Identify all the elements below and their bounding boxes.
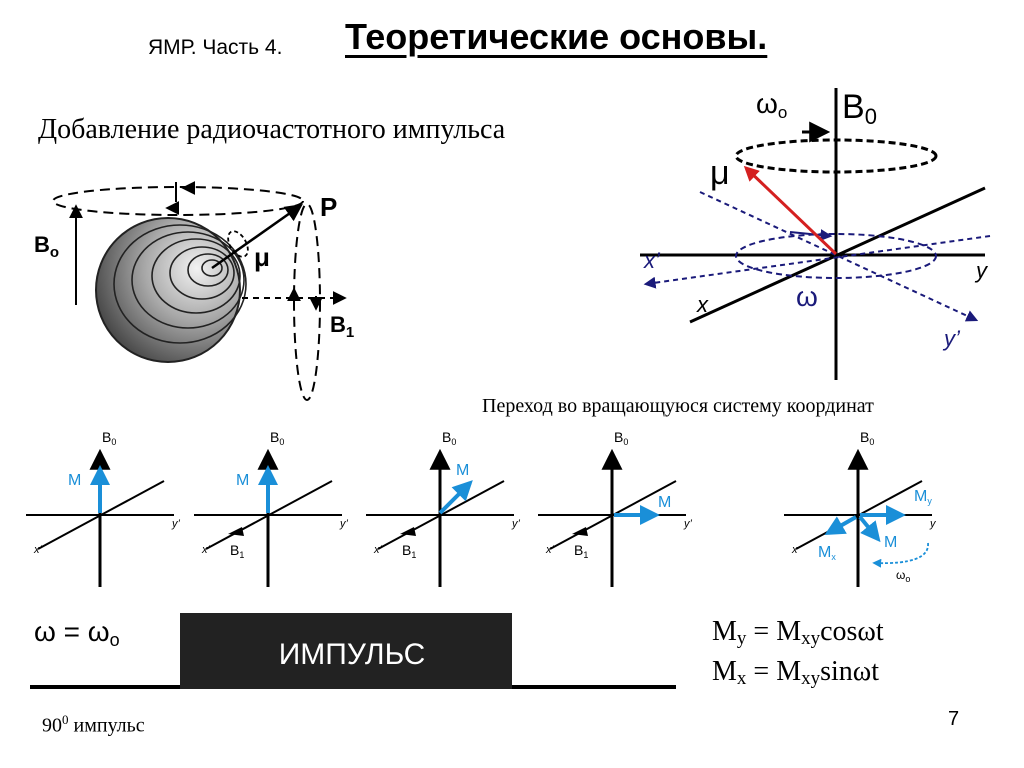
mu-label: μ bbox=[254, 242, 270, 272]
rotation-arrow bbox=[872, 542, 929, 568]
small-frame-2: B0 x’ y’ B1 M bbox=[194, 429, 349, 587]
p-label: P bbox=[320, 192, 337, 222]
page-number: 7 bbox=[948, 708, 960, 730]
x-prime-axis bbox=[643, 235, 991, 289]
formula-my: My = Mxycosωt bbox=[712, 616, 884, 649]
b1-label: B1 bbox=[574, 542, 588, 560]
x-prime-label: x’ bbox=[373, 544, 383, 556]
diagonal-axis bbox=[37, 480, 165, 550]
sphere-contours bbox=[113, 224, 247, 344]
x-prime-label: x’ bbox=[545, 544, 555, 556]
mx-vector-arrow bbox=[824, 515, 857, 535]
pulse-timeline: ИМПУЛЬС bbox=[30, 613, 676, 689]
y-prime-label: y’ bbox=[683, 518, 693, 530]
rotation-direction-arrow bbox=[789, 229, 833, 242]
omega0-label: ωo bbox=[896, 568, 910, 584]
mu-vector-arrow bbox=[211, 203, 303, 270]
b1-arrowhead bbox=[572, 527, 588, 536]
formula-mx: Mx = Mxysinωt bbox=[712, 656, 879, 689]
rotating-frame-figure: ωo B0 μ x’ y x ω y’ bbox=[640, 88, 991, 380]
omega0-label: ωo bbox=[756, 88, 787, 122]
b1-label: B1 bbox=[330, 312, 354, 341]
diagonal-axis bbox=[795, 480, 923, 550]
m-label: M bbox=[236, 472, 249, 489]
small-frame-1: B0 x’ y’ M bbox=[26, 429, 181, 587]
x-prime-label: x’ bbox=[643, 248, 661, 273]
b0-label: Bo bbox=[34, 232, 59, 261]
mu-label-right: μ bbox=[710, 154, 730, 192]
spinning-nucleus-figure: Bo μ P B1 bbox=[34, 181, 354, 401]
b0-label: B0 bbox=[102, 429, 116, 447]
m-label: M bbox=[456, 462, 469, 479]
spin-loop bbox=[227, 230, 249, 258]
b0-label: B0 bbox=[270, 429, 284, 447]
x-prime-label: x’ bbox=[201, 544, 211, 556]
rotating-frame-caption: Переход во вращающуюся систему координат bbox=[482, 395, 874, 417]
b0-label: B0 bbox=[860, 429, 874, 447]
b1-label: B1 bbox=[230, 542, 244, 560]
m-vector-arrow bbox=[858, 515, 881, 543]
page-title: Теоретические основы. bbox=[345, 16, 768, 57]
x-label: x bbox=[791, 544, 798, 556]
b1-arrowhead bbox=[228, 527, 244, 536]
diagonal-axis bbox=[549, 480, 677, 550]
omega-label: ω bbox=[796, 281, 818, 312]
pulse-label: ИМПУЛЬС bbox=[279, 638, 426, 671]
pulse-block bbox=[180, 613, 512, 689]
m-label: M bbox=[884, 534, 897, 551]
x-label: x bbox=[696, 292, 709, 317]
y-prime-label: y’ bbox=[511, 518, 521, 530]
section-label: ЯМР. Часть 4. bbox=[148, 36, 283, 59]
m-label: M bbox=[68, 472, 81, 489]
b1-arrowhead bbox=[400, 527, 416, 536]
small-frame-3: B0 x’ y’ B1 M bbox=[366, 429, 521, 587]
y-prime-label: y’ bbox=[942, 326, 961, 351]
rotation-ellipse bbox=[735, 233, 937, 279]
y-prime-label: y’ bbox=[339, 518, 349, 530]
m-label: M bbox=[658, 494, 671, 511]
y-prime-label: y’ bbox=[171, 518, 181, 530]
my-label: My bbox=[914, 488, 932, 506]
rf-pulse-heading: Добавление радиочастотного импульса bbox=[38, 114, 506, 145]
diagonal-axis bbox=[377, 480, 505, 550]
precession-ellipse bbox=[52, 186, 304, 216]
mx-label: Mx bbox=[818, 544, 836, 562]
small-frame-4: B0 x’ y’ B1 M bbox=[538, 429, 693, 587]
diagonal-axis bbox=[205, 480, 333, 550]
y-label: y bbox=[929, 518, 937, 530]
m-vector-arrow bbox=[438, 480, 473, 515]
y-label: y bbox=[974, 258, 989, 283]
b0-label-right: B0 bbox=[842, 88, 877, 129]
mu-red-arrow bbox=[743, 165, 838, 256]
ninety-degree-pulse-label: 900 импульс bbox=[42, 712, 145, 737]
small-frames: B0x’y’MB0x’y’B1MB0x’y’B1MB0x’y’B1MB0xyMy… bbox=[26, 429, 937, 587]
x-prime-label: x’ bbox=[33, 544, 43, 556]
omega-equation: ω = ωo bbox=[34, 616, 120, 650]
b1-label: B1 bbox=[402, 542, 416, 560]
x-axis-line bbox=[689, 186, 986, 324]
y-prime-axis bbox=[699, 191, 979, 322]
b0-label: B0 bbox=[442, 429, 456, 447]
b0-label: B0 bbox=[614, 429, 628, 447]
